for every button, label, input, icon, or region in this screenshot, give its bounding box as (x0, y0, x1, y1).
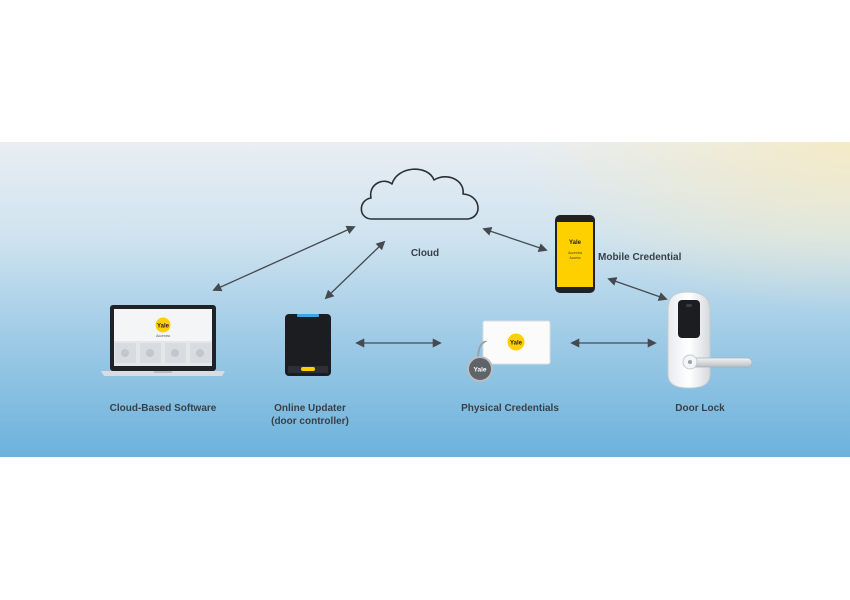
diagram-graphics: Yale Accentra Yale Accentra Access Yale (101, 168, 753, 389)
mobile-credential-label: Mobile Credential (598, 252, 682, 263)
cloud-icon (360, 168, 479, 220)
online-updater-label-line1: Online Updater (274, 403, 346, 414)
svg-text:Accentra: Accentra (156, 334, 170, 338)
svg-text:Yale: Yale (157, 324, 170, 330)
svg-text:Access: Access (569, 256, 581, 260)
arrow-cloud-phone (482, 227, 548, 252)
arrow-phone-lock (607, 277, 668, 301)
svg-text:Yale: Yale (473, 367, 486, 374)
diagram-panel: Yale Accentra Yale Accentra Access Yale (0, 142, 850, 457)
online-updater-label: Online Updater (door controller) (250, 402, 370, 428)
cloud-software-label: Cloud-Based Software (109, 403, 217, 414)
phone-icon: Yale Accentra Access (555, 215, 595, 293)
svg-text:Yale: Yale (510, 341, 523, 347)
background-glow (0, 142, 850, 457)
door-lock-label: Door Lock (675, 403, 725, 414)
svg-text:Accentra: Accentra (568, 251, 582, 255)
cloud-label: Cloud (410, 248, 440, 259)
arrow-updater-cloud (324, 240, 386, 300)
arrow-laptop-cloud (212, 225, 356, 292)
door-lock-icon (667, 291, 753, 389)
physical-credentials-label: Physical Credentials (461, 403, 559, 414)
online-updater-label-line2: (door controller) (271, 416, 349, 427)
connection-arrows (212, 225, 668, 348)
door-controller-icon (285, 314, 331, 376)
credentials-icon: Yale Yale (467, 320, 551, 382)
svg-text:Yale: Yale (569, 240, 582, 246)
laptop-icon: Yale Accentra (101, 305, 225, 376)
